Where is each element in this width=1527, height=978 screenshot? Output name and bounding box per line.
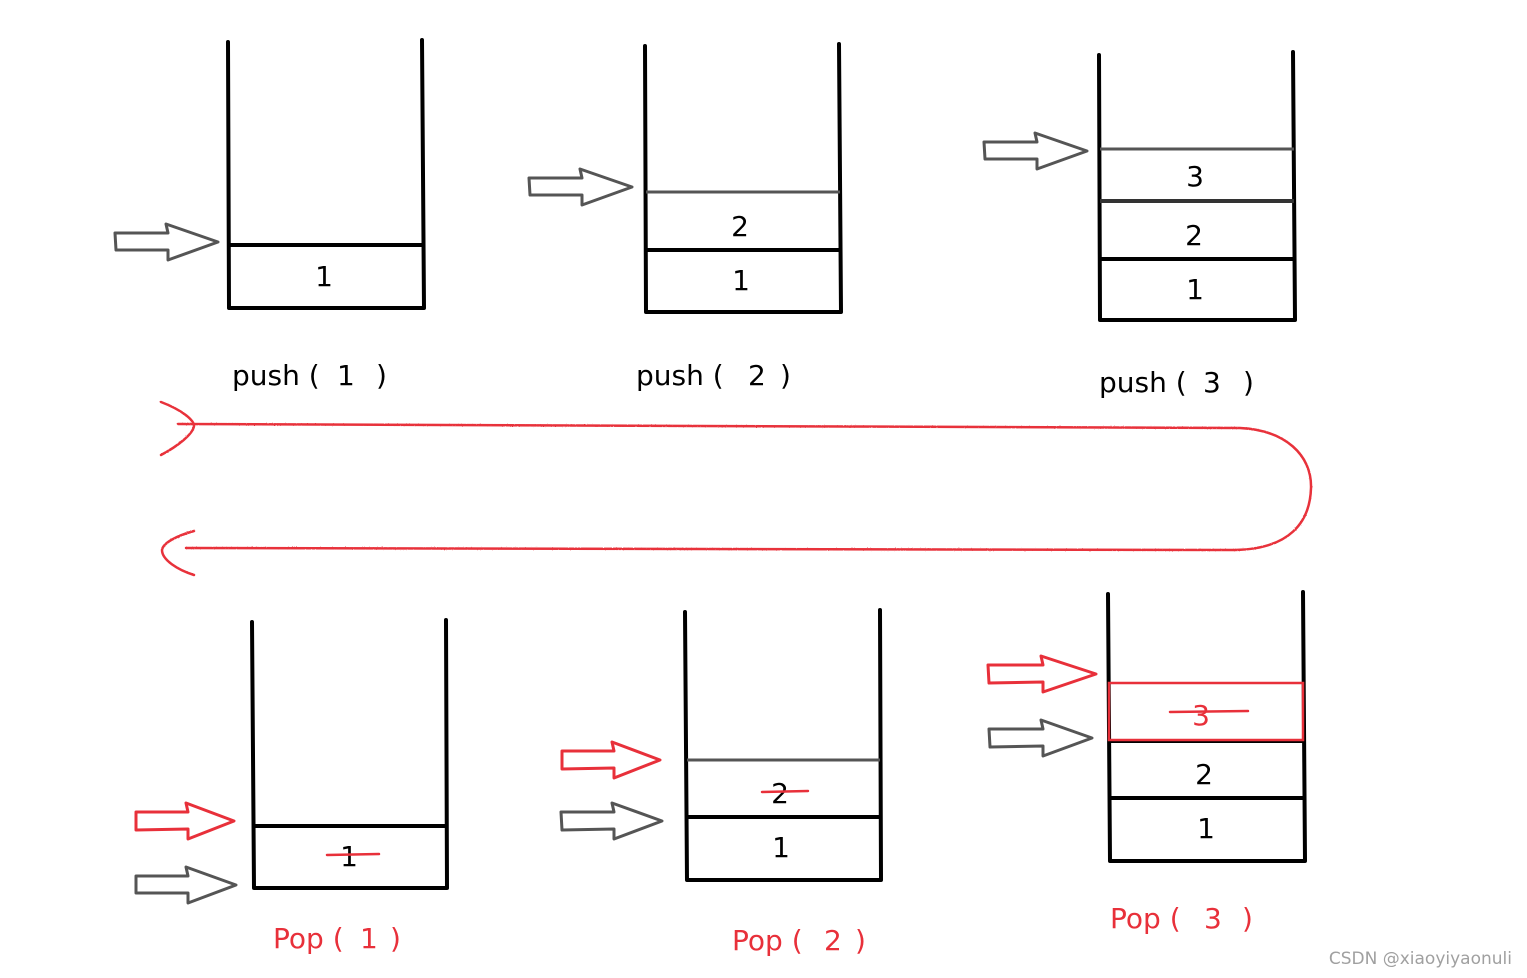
operation-name: Pop ( [732, 924, 803, 957]
pointer-arrow-icon [987, 718, 1094, 758]
stack-container [226, 38, 426, 310]
loop-arrow-icon [159, 400, 1313, 577]
stack-cell-value: 1 [315, 260, 333, 293]
pointer-arrow-icon [134, 801, 236, 841]
stack-cell-value: 2 [1185, 219, 1203, 252]
operation-close-paren: ) [855, 924, 866, 957]
operation-label: push ( 3 ) [1099, 366, 1254, 399]
stack-container [683, 608, 883, 882]
stack-container [643, 42, 843, 314]
operation-close-paren: ) [376, 359, 387, 392]
removed-cell-value: 1 [340, 840, 358, 873]
pop-stack-2: 1 2 Pop ( 2 ) [559, 608, 883, 957]
removed-cell-outline [1107, 681, 1305, 742]
stack-container [1097, 50, 1297, 322]
operation-name: Pop ( [273, 922, 344, 955]
pointer-arrow-icon [560, 740, 662, 780]
pointer-arrow-icon [982, 131, 1089, 171]
operation-argument: 3 [1203, 366, 1221, 399]
pop-stack-3: 1 2 3 Pop ( 3 ) [986, 590, 1307, 935]
operation-argument: 2 [824, 924, 842, 957]
stack-cell-value: 1 [732, 264, 750, 297]
operation-name: push ( [232, 359, 320, 392]
push-stack-3: 1 2 3 push ( 3 ) [982, 50, 1297, 399]
operation-close-paren: ) [1243, 366, 1254, 399]
pointer-arrow-icon [527, 167, 634, 207]
operation-argument: 2 [748, 359, 766, 392]
stack-cell-value: 2 [731, 210, 749, 243]
stack-container [250, 618, 449, 890]
stack-cell-value: 3 [1186, 160, 1204, 193]
operation-argument: 3 [1204, 902, 1222, 935]
operation-label: Pop ( 2 ) [732, 924, 866, 957]
strike-through-mark [1168, 709, 1250, 714]
operation-close-paren: ) [390, 922, 401, 955]
stack-cell-value: 1 [1197, 812, 1215, 845]
push-stack-1: 1 push ( 1 ) [113, 38, 426, 392]
operation-name: Pop ( [1110, 902, 1181, 935]
removed-cell-value: 2 [771, 777, 789, 810]
operation-close-paren: ) [1242, 902, 1253, 935]
push-stack-2: 1 2 push ( 2 ) [527, 42, 843, 392]
pointer-arrow-icon [986, 654, 1098, 694]
strike-through-mark [325, 852, 381, 857]
operation-close-paren: ) [780, 359, 791, 392]
operation-name: push ( [1099, 366, 1187, 399]
removed-cell-value: 3 [1192, 699, 1210, 732]
operation-argument: 1 [337, 359, 355, 392]
stack-cell-value: 2 [1195, 758, 1213, 791]
operation-label: push ( 2 ) [636, 359, 791, 392]
pointer-arrow-icon [559, 801, 664, 841]
operation-label: push ( 1 ) [232, 359, 387, 392]
stack-cell-value: 1 [772, 831, 790, 864]
operation-name: push ( [636, 359, 724, 392]
pointer-arrow-icon [113, 222, 220, 262]
stack-cell-value: 1 [1186, 273, 1204, 306]
strike-through-mark [760, 789, 810, 794]
operation-label: Pop ( 1 ) [273, 922, 401, 955]
watermark-text: CSDN @xiaoyiyaonuli [1329, 949, 1512, 969]
operation-argument: 1 [360, 922, 378, 955]
operation-label: Pop ( 3 ) [1110, 902, 1253, 935]
pop-stack-1: 1 Pop ( 1 ) [134, 618, 449, 955]
pointer-arrow-icon [134, 865, 238, 905]
